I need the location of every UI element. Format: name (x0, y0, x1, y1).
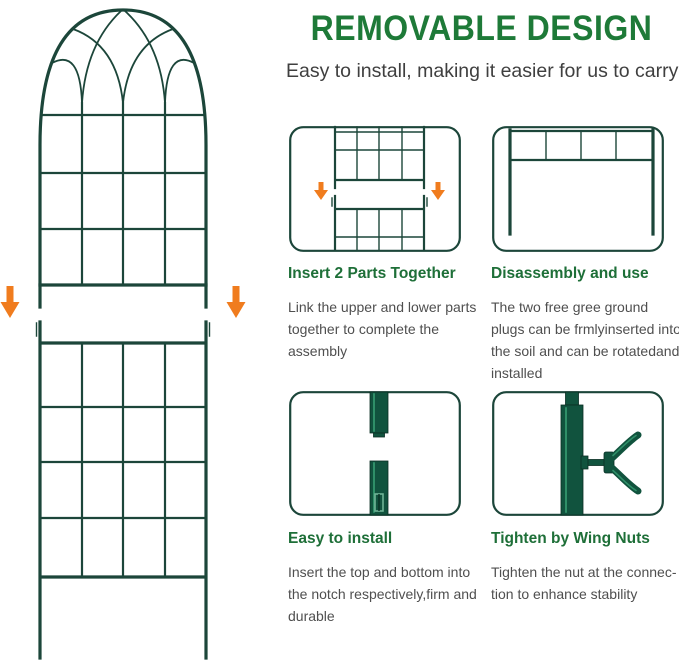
two-trellis-parts-joining-illustration (289, 125, 461, 252)
trellis-upper-frame (38, 8, 208, 309)
telescoping-pole (560, 391, 584, 516)
feature-caption: Easy to install (288, 530, 393, 547)
feature-body: Tighten the nut at the connec-tion to en… (491, 564, 677, 602)
trellis-lower-frame (38, 320, 208, 660)
feature-body: Insert the top and bottom into the notch… (288, 564, 477, 624)
feature-disassembly: Disassembly and use The two free gree gr… (491, 125, 679, 381)
down-arrow-icon (314, 182, 328, 200)
trellis-tracery (50, 9, 196, 104)
down-arrow-icon (226, 286, 246, 318)
feature-wing-nuts: Tighten by Wing Nuts Tighten the nut at … (491, 390, 679, 602)
panel-border (492, 126, 664, 252)
feature-caption: Insert 2 Parts Together (288, 265, 456, 282)
pole-with-wing-nut-illustration (492, 391, 664, 516)
feature-caption: Tighten by Wing Nuts (491, 530, 650, 547)
panel-border (289, 126, 461, 252)
feature-caption: Disassembly and use (491, 265, 649, 282)
upper-pole (369, 391, 389, 438)
ground-legs (508, 128, 655, 236)
page-title: REMOVABLE DESIGN (310, 8, 653, 48)
feature-body: The two free gree ground plugs can be fr… (491, 299, 679, 381)
down-arrow-icon (431, 182, 445, 200)
trellis-upper-verticals (80, 101, 167, 287)
pole-notch-connection-illustration (289, 391, 461, 516)
detached-frame-with-ground-legs-illustration (492, 126, 664, 252)
feature-insert-2-parts: Insert 2 Parts Together Link the upper a… (288, 125, 476, 359)
wing-nut-icon (580, 431, 642, 495)
header: REMOVABLE DESIGN Easy to install, making… (286, 8, 678, 82)
lower-pole-with-notch (369, 460, 389, 516)
trellis-illustration (0, 8, 246, 660)
down-arrow-icon (0, 286, 20, 318)
page-subtitle: Easy to install, making it easier for us… (286, 60, 679, 82)
feature-easy-install: Easy to install Insert the top and botto… (288, 390, 477, 624)
trellis-lower-grid (40, 341, 206, 579)
trellis-joint-hooks (35, 322, 211, 337)
feature-body: Link the upper and lower parts together … (288, 299, 477, 359)
